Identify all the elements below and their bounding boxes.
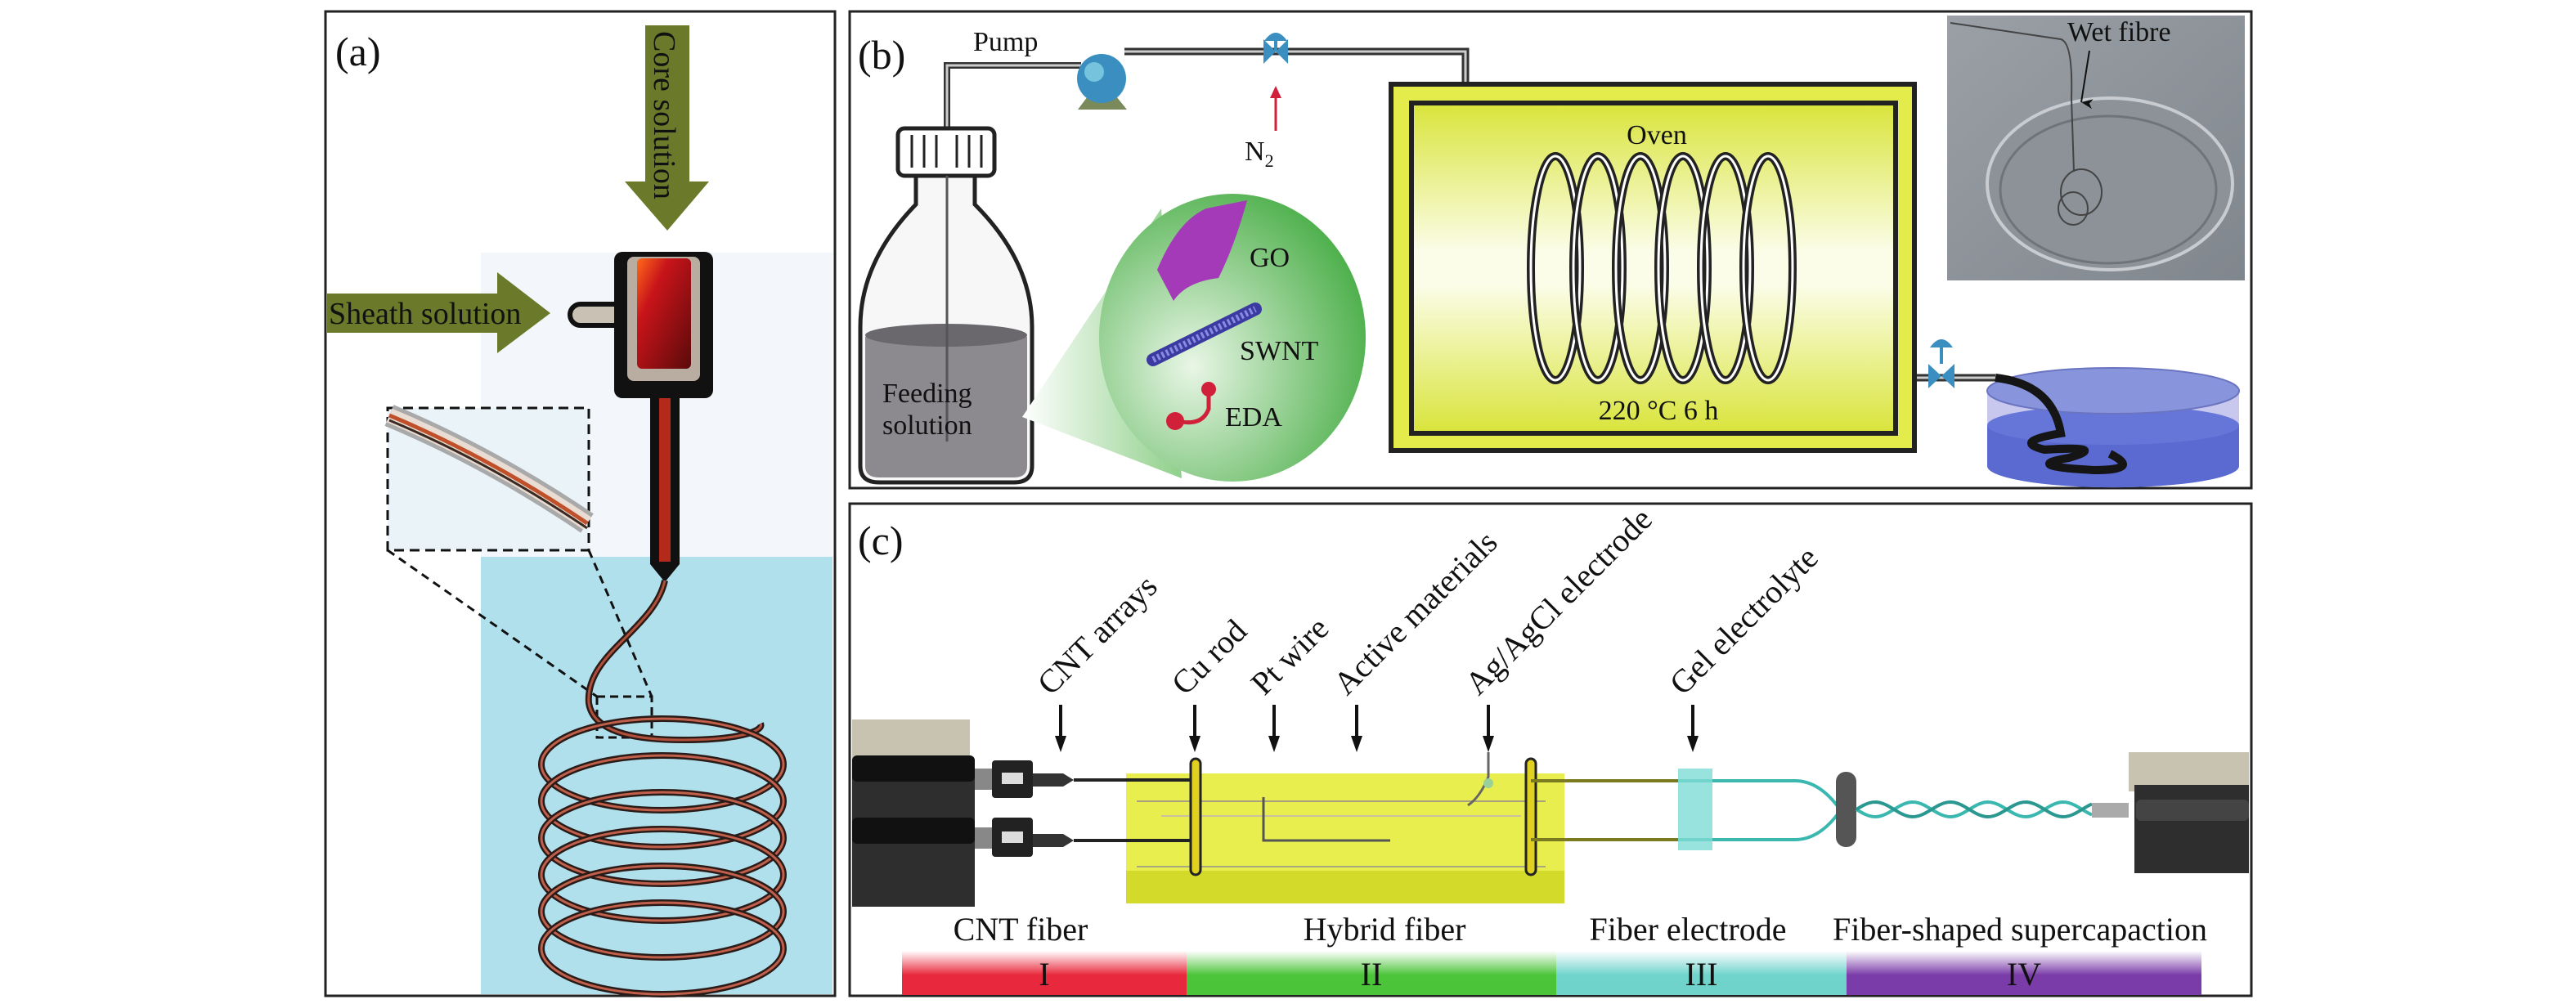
core-solution-arrow <box>625 25 709 231</box>
stage-label: Fiber-shaped supercapaction <box>1833 911 2207 948</box>
stage-numeral: I <box>1039 956 1049 993</box>
callout-arrowhead <box>1687 736 1699 752</box>
oven-icon <box>1389 82 1917 453</box>
core-solution-label: Core solution <box>647 31 681 199</box>
fiber-electrode-assembly <box>1531 769 2129 850</box>
graphene-oxide-sheet-icon <box>1157 200 1247 301</box>
callout-arrowhead <box>1055 736 1066 752</box>
molecule-icon <box>1166 382 1216 430</box>
gel-electrolyte-block <box>1678 769 1712 850</box>
left-motor-icon <box>852 719 1074 907</box>
panel-b-letter: (b) <box>858 32 905 78</box>
right-motor-icon <box>2129 752 2249 873</box>
stage-bar-segment <box>1847 951 2201 995</box>
stage-bar-segment <box>1556 951 1847 995</box>
stage-bar-segment <box>1187 951 1556 995</box>
precursor-bubble <box>1022 194 1366 482</box>
nitrogen-symbol: N <box>1245 137 1265 167</box>
stage-label: Fiber electrode <box>1590 911 1787 948</box>
cu-rod-icon <box>1189 757 1202 876</box>
tube-loop-core <box>1572 155 1624 382</box>
callout-arrowhead <box>1268 736 1280 752</box>
nitrogen-label: N2 <box>1245 137 1274 171</box>
panel-c-letter: (c) <box>858 518 904 563</box>
feeding-solution-label-line2: solution <box>882 410 972 441</box>
clip-icon <box>1836 772 1856 847</box>
stage-numeral: III <box>1685 956 1718 993</box>
fiber-coil <box>538 580 787 997</box>
outlet-valve-icon <box>1928 339 1954 388</box>
wet-fibre-label: Wet fibre <box>2067 17 2171 47</box>
spinneret-icon <box>568 252 713 582</box>
panel-a: (a) Core solution Sheath solution <box>324 10 837 997</box>
tube-loop-core <box>1742 155 1794 382</box>
nanotube-icon <box>1147 303 1262 366</box>
coil-ring-highlight <box>540 754 785 849</box>
sheath-solution-arrow <box>327 272 550 353</box>
nitrogen-subscript: 2 <box>1265 150 1274 171</box>
panel-a-letter: (a) <box>335 29 381 74</box>
panel-b: (b) Feeding solution Pump <box>848 10 2253 490</box>
tube-loop-core <box>1529 155 1582 382</box>
coil-ring-highlight <box>540 717 785 812</box>
panel-c: (c) <box>848 500 2253 997</box>
pump-icon <box>1077 54 1127 110</box>
tube-loop-core <box>1614 155 1667 382</box>
callout-arrowhead <box>1351 736 1362 752</box>
stage-label: CNT fiber <box>954 911 1088 948</box>
feeding-solution-label-line1: Feeding <box>882 379 972 409</box>
coil-ring-highlight <box>540 791 785 885</box>
magnified-view <box>384 405 653 739</box>
bottle-icon <box>858 126 1034 485</box>
component-label-swnt: SWNT <box>1240 336 1319 366</box>
gas-inlet-arrowhead <box>1270 86 1281 98</box>
tube-loop-core <box>1657 155 1709 382</box>
component-label-eda: EDA <box>1225 402 1282 433</box>
cu-rod-icon <box>1524 757 1537 876</box>
collection-bath-icon <box>1986 367 2240 488</box>
callout-arrowhead <box>1189 736 1200 752</box>
reference-electrode-icon <box>1467 752 1490 807</box>
oven-label: Oven <box>1627 120 1687 150</box>
stage-bar-segment <box>902 951 1187 995</box>
wet-fibre-photo <box>1947 16 2245 280</box>
callout-arrowhead <box>1483 736 1494 752</box>
valve-icon <box>1263 33 1288 64</box>
component-label-go: GO <box>1250 243 1290 273</box>
electrochemical-bath <box>1074 752 1564 903</box>
tube-loop-core <box>1699 155 1752 382</box>
coil-ring-highlight <box>540 827 785 922</box>
stage-label: Hybrid fiber <box>1304 911 1466 948</box>
coil-ring-highlight <box>540 864 785 959</box>
sheath-solution-label: Sheath solution <box>329 297 521 331</box>
oven-condition-label: 220 °C 6 h <box>1599 396 1719 426</box>
stage-numeral: IV <box>2007 956 2041 993</box>
panel-c-frame <box>848 502 2253 997</box>
stage-numeral: II <box>1361 956 1383 993</box>
coil-ring-highlight <box>540 901 785 996</box>
pump-label: Pump <box>973 27 1038 57</box>
